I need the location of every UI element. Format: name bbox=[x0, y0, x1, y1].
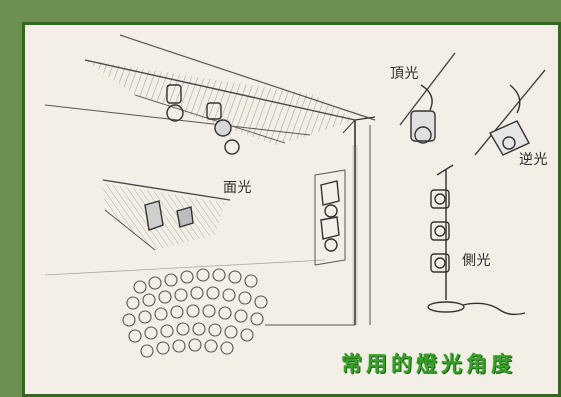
back-light-fixture bbox=[474, 69, 546, 156]
top-light-label: 頂光 bbox=[390, 66, 419, 82]
ceiling-fixtures bbox=[166, 84, 240, 155]
wall-fixtures bbox=[320, 180, 340, 252]
face-light-label: 面光 bbox=[223, 180, 252, 196]
proscenium-wall bbox=[44, 116, 376, 326]
ceiling-truss bbox=[44, 34, 376, 145]
back-light-label: 逆光 bbox=[519, 152, 548, 168]
top-light-fixture bbox=[399, 52, 456, 144]
stage-lighting-sketch bbox=[44, 34, 546, 358]
audience-seats bbox=[122, 268, 268, 358]
face-light-fixtures bbox=[144, 200, 194, 231]
front-truss bbox=[102, 179, 231, 251]
side-light-label: 側光 bbox=[462, 253, 491, 269]
page-title: 常用的燈光角度 bbox=[341, 352, 516, 376]
side-light-boom bbox=[427, 164, 526, 316]
sketch-panel: 面光 頂光 逆光 側光 常用的燈光角度 bbox=[22, 22, 561, 397]
